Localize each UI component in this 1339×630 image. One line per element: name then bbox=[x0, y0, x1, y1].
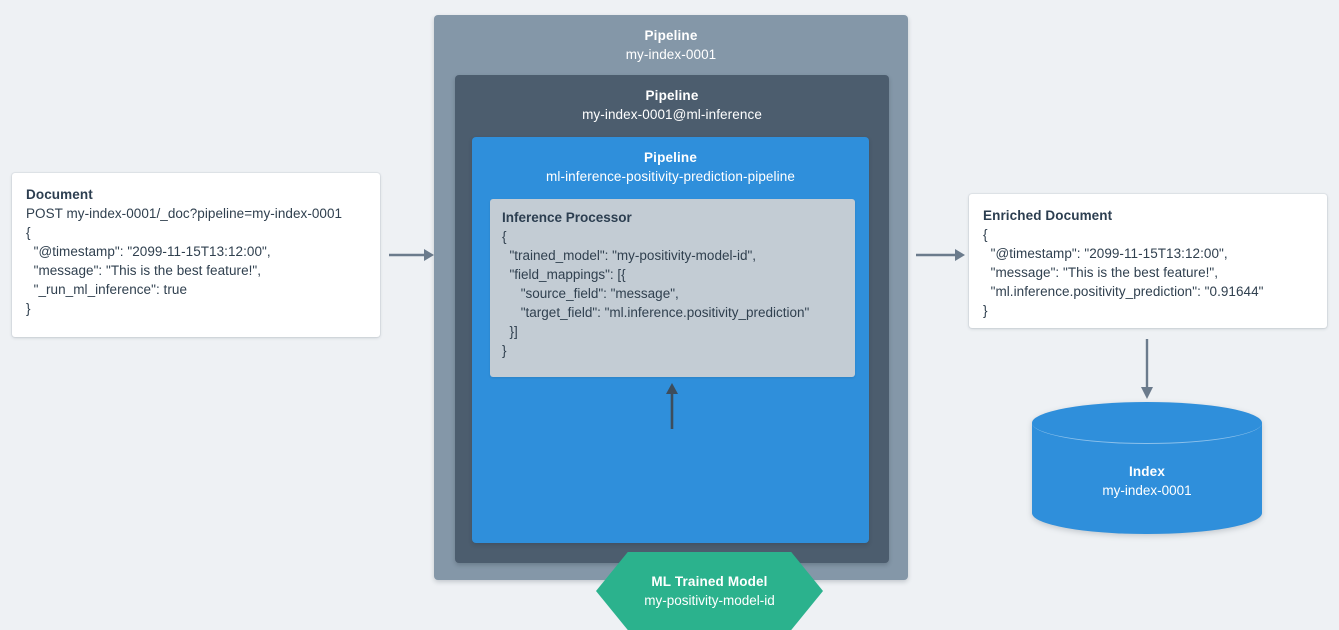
document-line-2: "@timestamp": "2099-11-15T13:12:00", bbox=[26, 244, 271, 259]
enriched-document-card: Enriched Document { "@timestamp": "2099-… bbox=[969, 194, 1327, 328]
pipeline-outer-header: Pipeline my-index-0001 bbox=[434, 15, 908, 64]
inference-processor-line-3: "source_field": "message", bbox=[502, 286, 679, 301]
pipeline-mid-label: Pipeline bbox=[645, 88, 699, 103]
index-label-group: Index my-index-0001 bbox=[1032, 462, 1262, 500]
diagram-canvas: Document POST my-index-0001/_doc?pipelin… bbox=[12, 15, 1327, 630]
cylinder-top-ellipse bbox=[1032, 402, 1262, 444]
pipeline-inner-name: ml-inference-positivity-prediction-pipel… bbox=[546, 169, 795, 184]
document-line-3: "message": "This is the best feature!", bbox=[26, 263, 262, 278]
pipeline-inner-box: Pipeline ml-inference-positivity-predict… bbox=[472, 137, 869, 630]
enriched-document-line-3: "ml.inference.positivity_prediction": "0… bbox=[983, 284, 1264, 299]
enriched-document-line-0: { bbox=[983, 227, 988, 242]
pipeline-outer-box: Pipeline my-index-0001 Pipeline my-index… bbox=[434, 15, 908, 630]
pipeline-mid-name: my-index-0001@ml-inference bbox=[582, 107, 762, 122]
inference-processor-line-6: } bbox=[502, 343, 507, 358]
pipeline-inner-label: Pipeline bbox=[644, 150, 697, 165]
document-line-0: POST my-index-0001/_doc?pipeline=my-inde… bbox=[26, 206, 343, 221]
pipeline-inner-header: Pipeline ml-inference-positivity-predict… bbox=[472, 137, 869, 186]
pipeline-outer-name: my-index-0001 bbox=[625, 47, 717, 62]
ml-trained-model-name: my-positivity-model-id bbox=[644, 593, 775, 608]
document-line-1: { bbox=[26, 225, 31, 240]
ml-trained-model-title: ML Trained Model bbox=[651, 574, 768, 589]
inference-processor-panel: Inference Processor { "trained_model": "… bbox=[490, 199, 855, 377]
inference-processor-line-0: { bbox=[502, 229, 507, 244]
inference-processor-line-5: }] bbox=[502, 324, 518, 339]
inference-processor-line-4: "target_field": "ml.inference.positivity… bbox=[502, 305, 810, 320]
enriched-document-line-4: } bbox=[983, 303, 988, 318]
arrow-model-to-processor bbox=[666, 383, 678, 429]
arrow-document-to-pipeline bbox=[389, 249, 434, 261]
inference-processor-line-2: "field_mappings": [{ bbox=[502, 267, 626, 282]
pipeline-mid-header: Pipeline my-index-0001@ml-inference bbox=[455, 75, 889, 124]
index-cylinder: Index my-index-0001 bbox=[1032, 402, 1262, 534]
arrow-enriched-document-to-index bbox=[1141, 339, 1153, 399]
index-name: my-index-0001 bbox=[1102, 483, 1192, 498]
document-card: Document POST my-index-0001/_doc?pipelin… bbox=[12, 173, 380, 337]
enriched-document-line-1: "@timestamp": "2099-11-15T13:12:00", bbox=[983, 246, 1228, 261]
enriched-document-line-2: "message": "This is the best feature!", bbox=[983, 265, 1219, 280]
pipeline-mid-box: Pipeline my-index-0001@ml-inference Pipe… bbox=[455, 75, 889, 630]
index-title: Index bbox=[1128, 464, 1165, 479]
enriched-document-title: Enriched Document bbox=[983, 208, 1113, 223]
document-title: Document bbox=[26, 187, 93, 202]
document-line-4: "_run_ml_inference": true bbox=[26, 282, 188, 297]
arrow-pipeline-to-enriched-document bbox=[916, 249, 965, 261]
inference-processor-line-1: "trained_model": "my-positivity-model-id… bbox=[502, 248, 757, 263]
ml-trained-model-hexagon: ML Trained Model my-positivity-model-id bbox=[596, 552, 823, 630]
inference-processor-title: Inference Processor bbox=[502, 210, 632, 225]
document-line-5: } bbox=[26, 301, 31, 316]
pipeline-outer-label: Pipeline bbox=[644, 28, 698, 43]
